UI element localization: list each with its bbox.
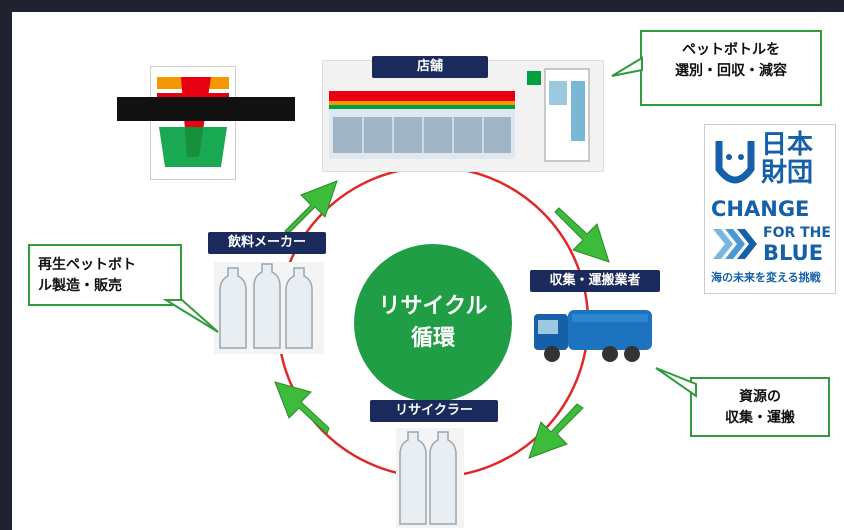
- store-logo-icon: [155, 71, 231, 175]
- collection-truck-image: [532, 302, 656, 366]
- arrow-maker-to-store: [284, 180, 338, 234]
- maker-bottles-image: [214, 262, 324, 354]
- smile-face-icon: [715, 141, 755, 184]
- callout-store-pointer: [611, 56, 643, 77]
- callout-maker-line2: ル製造・販売: [38, 278, 122, 294]
- node-label-recycler: リサイクラー: [370, 400, 498, 422]
- redaction-bar: [117, 97, 295, 121]
- callout-maker-pointer: [162, 299, 219, 333]
- diagram-canvas: 店舗 ペットボトルを 選別・回収・減容 日本 財団 CHANGE FOR THE…: [12, 12, 844, 530]
- arrow-recycler-to-maker: [274, 381, 330, 435]
- callout-store-line1: ペットボトルを: [682, 42, 780, 58]
- arrow-collector-to-recycler: [528, 403, 584, 459]
- node-label-collector: 収集・運搬業者: [530, 270, 660, 292]
- convenience-store-logo: [150, 66, 236, 180]
- logo-tagline: 海の未来を変える挑戦: [711, 271, 821, 284]
- logo-nihon: 日本: [761, 130, 814, 160]
- callout-collector-note: 資源の 収集・運搬: [690, 377, 830, 437]
- callout-store-line2: 選別・回収・減容: [675, 63, 787, 79]
- arrow-store-to-collector: [554, 207, 610, 263]
- callout-maker-note: 再生ペットボト ル製造・販売: [28, 244, 182, 306]
- pet-bottles-icon: [219, 263, 313, 349]
- callout-collector-pointer: [655, 367, 697, 398]
- logo-change: CHANGE: [711, 197, 810, 221]
- recycler-bottles-image: [396, 428, 464, 528]
- node-label-store: 店舗: [372, 56, 488, 78]
- center-line1: リサイクル: [378, 294, 488, 319]
- node-label-beverage-maker: 飲料メーカー: [208, 232, 326, 254]
- callout-maker-line1: 再生ペットボト: [38, 257, 136, 273]
- callout-collector-line2: 収集・運搬: [725, 410, 795, 426]
- logo-zaidan: 財団: [761, 158, 814, 188]
- nippon-foundation-logo: 日本 財団 CHANGE FOR THE BLUE 海の未来を変える挑戦: [704, 124, 836, 294]
- center-line2: 循環: [410, 326, 455, 351]
- truck-icon: [534, 310, 652, 362]
- callout-collector-line1: 資源の: [739, 389, 781, 405]
- callout-store-note: ペットボトルを 選別・回収・減容: [640, 30, 822, 106]
- store-building-icon: [329, 68, 590, 162]
- recycle-loop-center: リサイクル 循環: [354, 244, 512, 402]
- pet-bottles-pair-icon: [399, 431, 457, 525]
- logo-blue: BLUE: [763, 241, 824, 265]
- logo-for-the: FOR THE: [763, 225, 831, 241]
- chevrons-icon: [713, 229, 757, 259]
- store-image: [322, 60, 604, 172]
